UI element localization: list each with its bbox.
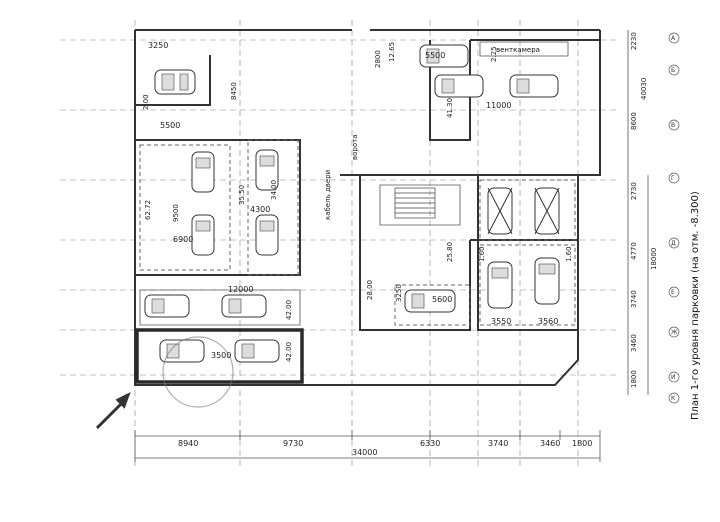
top-dimensions: 3250 5500 2.00 12.65 2.25 8450 [142, 41, 498, 110]
car-icon [255, 214, 279, 256]
car-icon [404, 289, 456, 313]
car-icon [534, 187, 560, 235]
right-dimensions: 2230 8600 2730 4770 3740 3460 1800 40030… [627, 30, 658, 395]
dim-text: 2.25 [490, 46, 498, 62]
dim-text: 62.72 [144, 200, 152, 220]
car-icon [487, 261, 513, 309]
axis-label: В [671, 122, 675, 129]
parking-cars [144, 44, 560, 363]
dim-text: 28.00 [366, 280, 374, 300]
car-icon [255, 149, 279, 191]
dim-text: 3560 [538, 317, 558, 326]
dim-text: 35.50 [238, 185, 246, 205]
dim-text: 42.00 [285, 300, 293, 320]
stamp-seal [162, 336, 234, 408]
dim-text: 1800 [572, 439, 592, 448]
room-label-ventkamera: венткамера [496, 46, 540, 54]
gate-label: ворота [351, 134, 359, 160]
building-walls [134, 29, 601, 386]
dim-text: 6330 [420, 439, 440, 448]
dim-text: 3250 [395, 284, 403, 302]
dim-text: 25.80 [446, 242, 454, 262]
dim-text: 3550 [491, 317, 511, 326]
dim-text: 4300 [250, 205, 270, 214]
plan-title: План 1-го уровня парковки (на отм. -8.30… [690, 191, 701, 420]
dim-text: 18000 [650, 248, 658, 270]
car-icon [221, 294, 267, 318]
dim-text: 12.65 [388, 42, 396, 62]
axis-label: Г [671, 175, 675, 182]
dim-text: 3500 [211, 351, 231, 360]
dim-text: 4770 [630, 242, 638, 260]
axis-label: Е [671, 289, 675, 296]
dim-text: 2230 [630, 32, 638, 50]
axis-label: К [671, 395, 676, 402]
bottom-dimensions: 8940 9730 6330 3740 3460 1800 34000 [134, 430, 601, 462]
door-label: кабель двери [324, 170, 332, 220]
parking-zones [139, 139, 576, 326]
dim-text: 40030 [640, 78, 648, 100]
car-icon [534, 257, 560, 305]
dim-text: 11000 [486, 101, 511, 110]
dim-text: 42.00 [285, 342, 293, 362]
dim-text: 12000 [228, 285, 253, 294]
car-icon [419, 44, 469, 68]
dim-text: 3460 [630, 334, 638, 352]
dim-text: 8600 [630, 112, 638, 130]
dim-text: 34000 [352, 448, 377, 457]
axis-label: Д [671, 240, 676, 247]
dim-text: 3460 [540, 439, 560, 448]
dim-text: 8940 [178, 439, 198, 448]
dim-text: 8450 [230, 82, 238, 100]
dim-text: 3740 [488, 439, 508, 448]
dim-text: 2730 [630, 182, 638, 200]
dim-text: 41.30 [446, 98, 454, 118]
car-icon [191, 151, 215, 193]
car-icon [487, 187, 513, 235]
dim-text: 1.60 [478, 246, 486, 262]
car-icon [434, 74, 484, 98]
axis-label: Б [671, 67, 675, 74]
dim-text: 2.00 [142, 94, 150, 110]
axis-label: И [671, 374, 676, 381]
dim-text: 3740 [630, 290, 638, 308]
dim-text: 2800 [374, 50, 382, 68]
axis-label: Ж [671, 329, 678, 336]
car-icon [191, 214, 215, 256]
dim-text: 9500 [172, 204, 180, 222]
car-icon [509, 74, 559, 98]
car-icon [159, 339, 205, 363]
dim-text: 9730 [283, 439, 303, 448]
car-icon [234, 339, 280, 363]
dim-text: 3250 [148, 41, 168, 50]
dim-text: 5500 [425, 51, 445, 60]
arrow-pointer-icon [95, 391, 131, 430]
dim-text: 34.00 [270, 180, 278, 200]
car-icon [144, 294, 190, 318]
dim-text: 6900 [173, 235, 193, 244]
staircase [394, 187, 436, 219]
dim-text: 1.60 [565, 246, 573, 262]
dim-text: 1800 [630, 370, 638, 388]
dim-text: 5600 [432, 295, 452, 304]
highlighted-parking-spot [135, 328, 304, 384]
axis-label: А [671, 35, 676, 42]
interior-dimensions: 5500 11000 2800 41.30 62.72 9500 6900 35… [144, 50, 573, 362]
car-icon [154, 69, 196, 95]
dim-text: 5500 [160, 121, 180, 130]
axis-markers: А Б В Г Д Е Ж И К [668, 32, 680, 404]
